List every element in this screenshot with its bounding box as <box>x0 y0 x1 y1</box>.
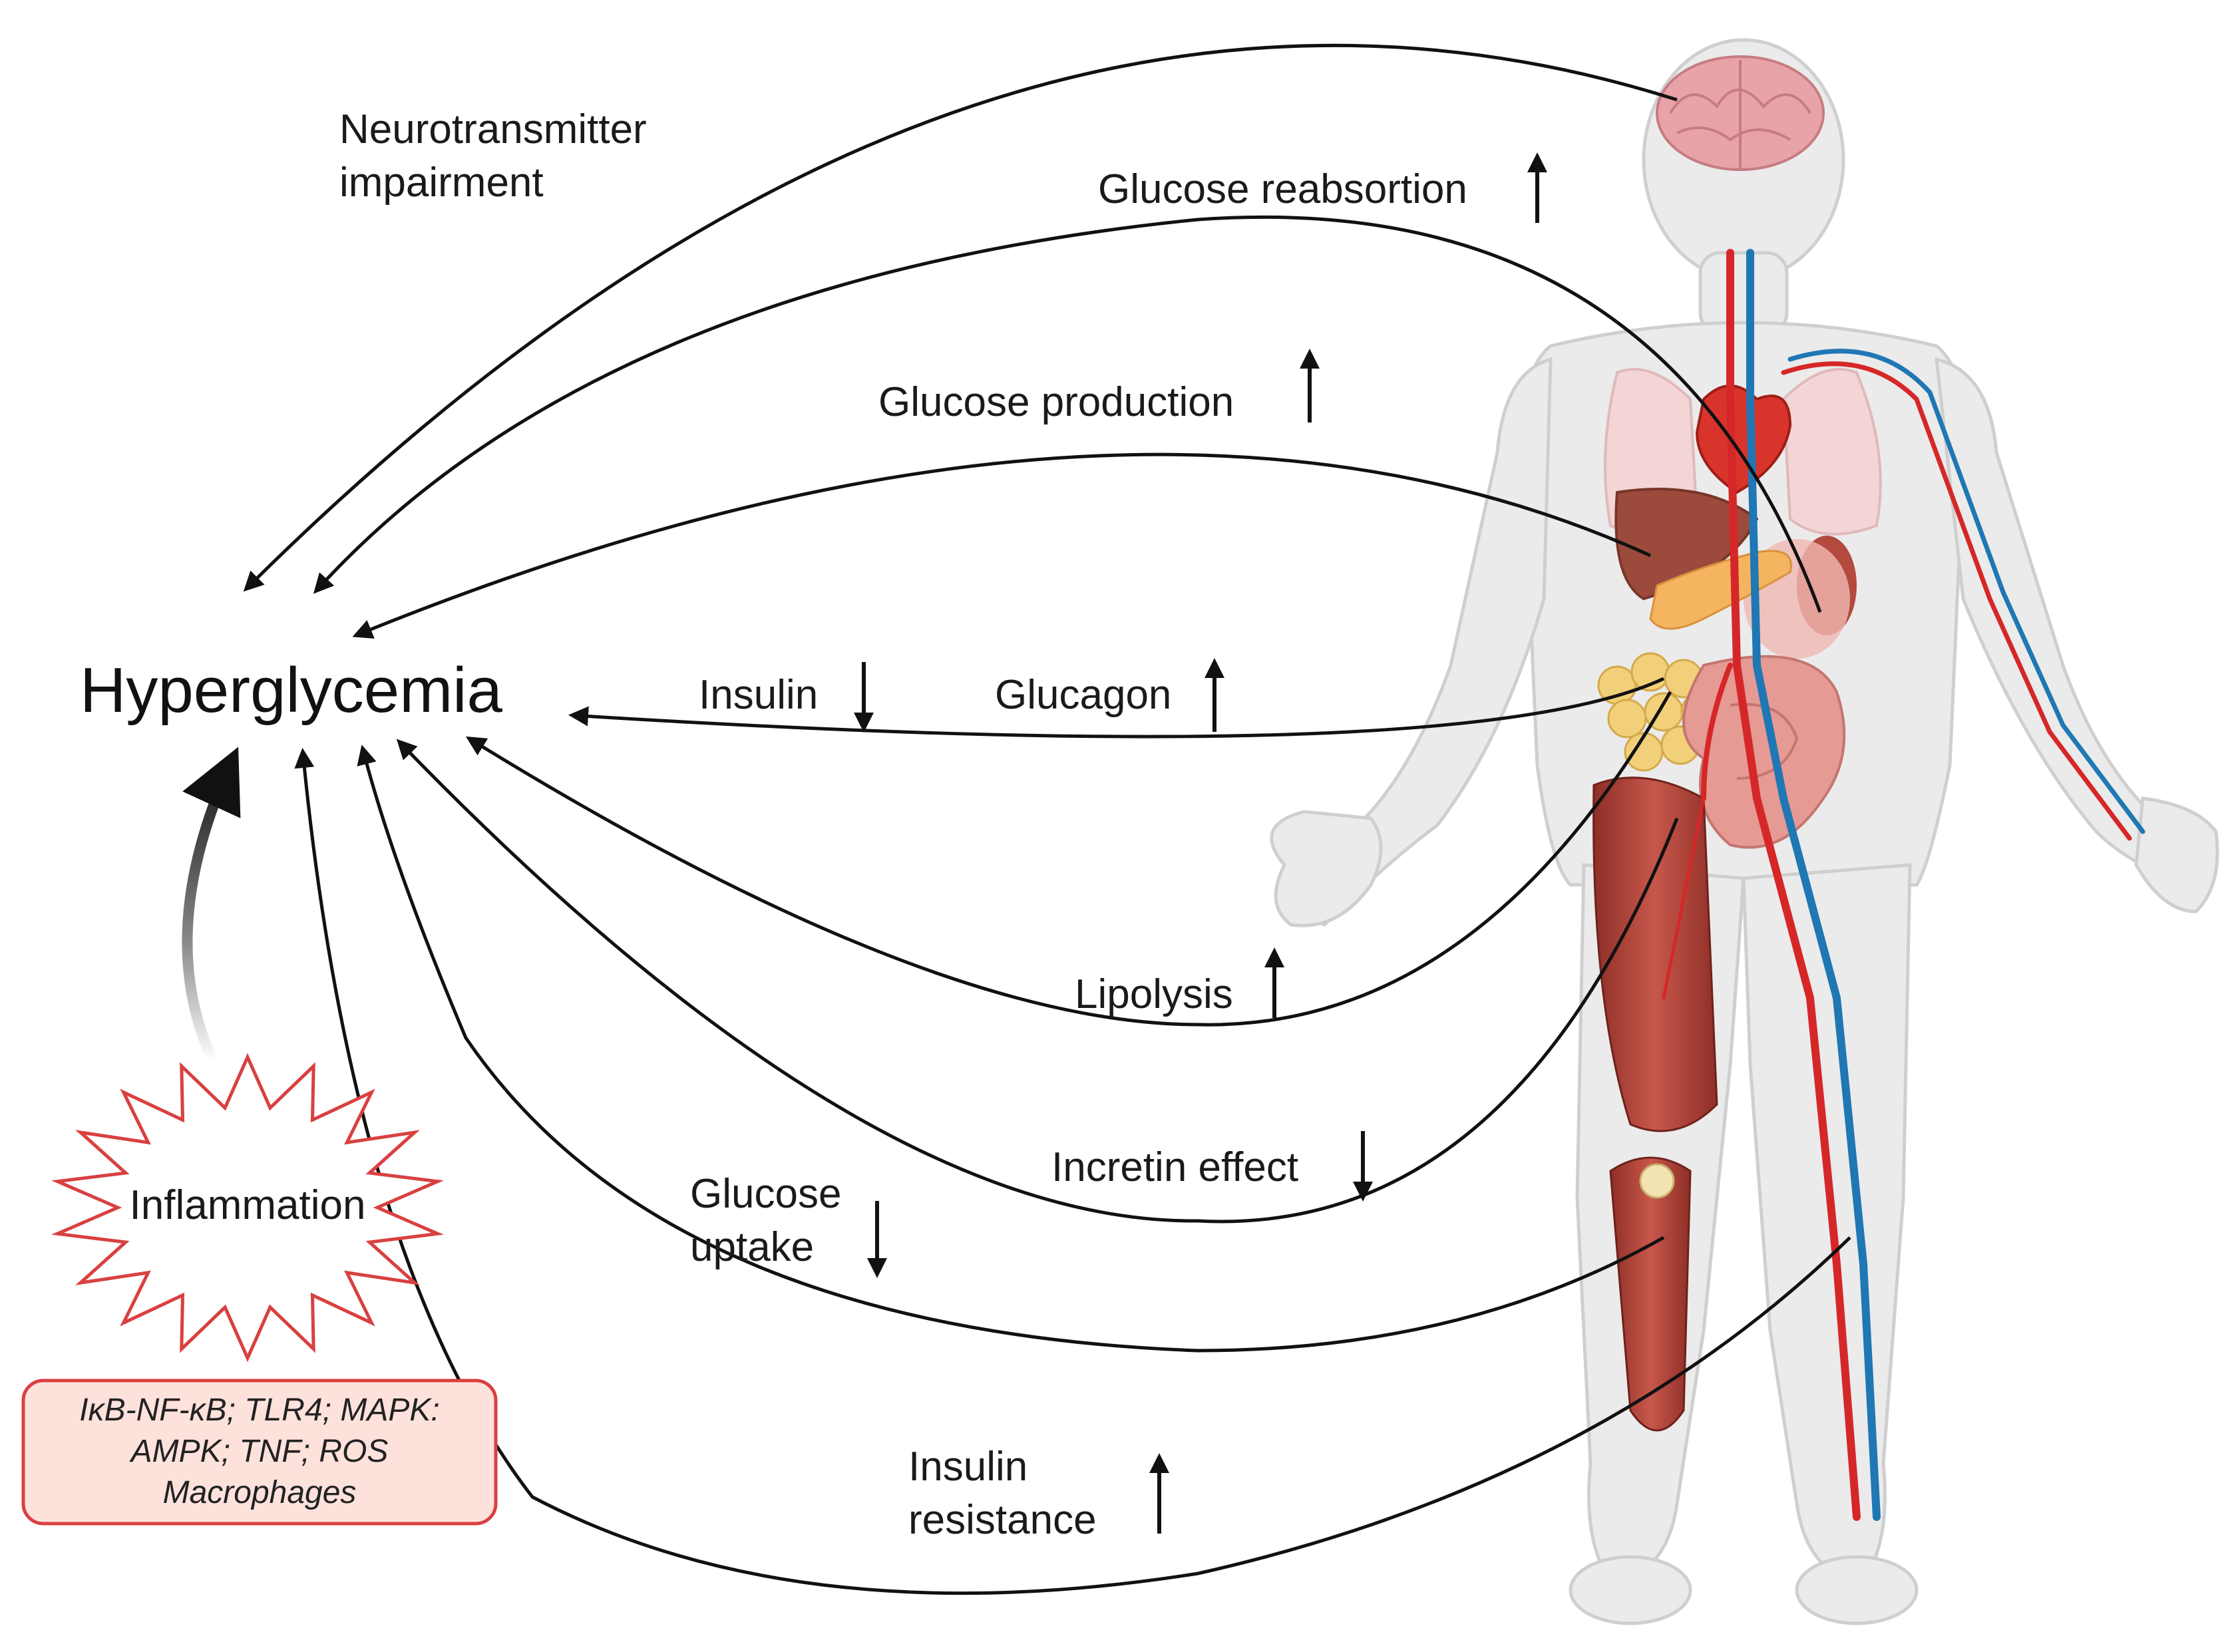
label-insulin-resistance-line2: resistance <box>908 1497 1097 1543</box>
arrow-lipolysis <box>465 691 1672 1027</box>
brain-organ <box>1656 55 1825 171</box>
markers-line1: IκB-NF-κB; TLR4; MAPK: <box>79 1393 439 1428</box>
mechanism-arrows <box>182 43 1851 1595</box>
label-incretin-effect: Incretin effect <box>1051 1144 1298 1190</box>
label-inflammation: Inflammation <box>130 1182 366 1228</box>
inflammation-burst: Inflammation <box>51 1053 445 1363</box>
label-neurotransmitter-line2: impairment <box>339 160 544 206</box>
liver-organ <box>1614 488 1759 601</box>
human-body-illustration <box>1270 38 2219 1625</box>
markers-line3: Macrophages <box>163 1475 357 1510</box>
arrow-insulin-glucagon <box>568 677 1665 739</box>
label-glucose-uptake-line1: Glucose <box>690 1171 841 1217</box>
label-glucagon: Glucagon <box>995 672 1171 718</box>
arrow-uptake <box>357 744 1665 1353</box>
kneecap <box>1639 1163 1675 1199</box>
inflammation-markers-box: IκB-NF-κB; TLR4; MAPK: AMPK; TNF; ROS Ma… <box>21 1379 498 1526</box>
inflammation-burst-shape <box>51 1053 445 1363</box>
label-glucose-uptake-line2: uptake <box>690 1224 814 1270</box>
heart-organ <box>1695 385 1792 494</box>
label-lipolysis: Lipolysis <box>1075 971 1233 1017</box>
arrow-production <box>352 452 1652 639</box>
label-glucose-production: Glucose production <box>878 379 1234 425</box>
arrow-incretin <box>396 739 1679 1224</box>
markers-line2: AMPK; TNF; ROS <box>129 1434 389 1469</box>
label-insulin: Insulin <box>699 672 818 718</box>
label-glucose-reabsortion: Glucose reabsortion <box>1098 166 1467 212</box>
leg-muscles <box>1592 776 1718 1432</box>
blood-vessels <box>1662 249 2145 1521</box>
arrow-inflammation <box>182 746 241 1064</box>
hyperglycemia-title: Hyperglycemia <box>80 655 502 726</box>
arrow-neurotransmitter <box>243 43 1678 592</box>
label-neurotransmitter-line1: Neurotransmitter <box>339 106 647 152</box>
label-insulin-resistance-line1: Insulin <box>908 1444 1027 1490</box>
arrow-reabsorption <box>313 215 1822 613</box>
markers-box-background <box>21 1379 498 1526</box>
